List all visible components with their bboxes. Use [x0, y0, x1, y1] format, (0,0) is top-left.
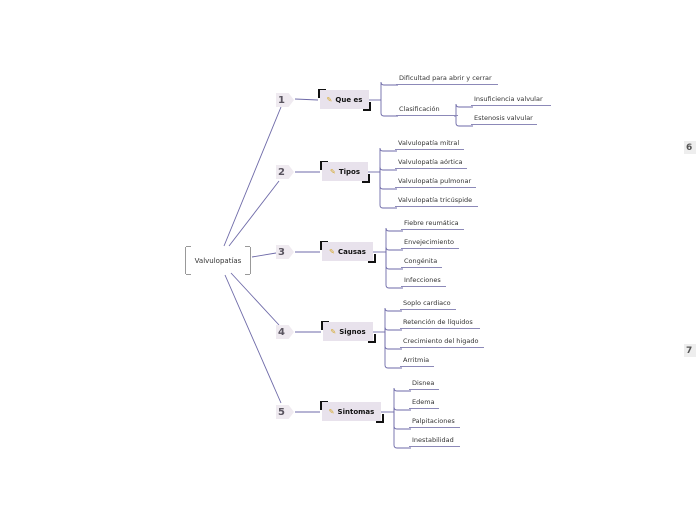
- connector-line: [380, 81, 398, 100]
- root-label: Valvulopatías: [194, 256, 242, 265]
- branch-number-2: 2: [276, 165, 294, 179]
- leaf-node[interactable]: Crecimiento del higado: [400, 337, 484, 348]
- topic-causas[interactable]: ✎ Causas: [322, 242, 373, 261]
- connector-line: [228, 180, 280, 247]
- topic-label: Sintomas: [337, 407, 375, 416]
- connector-line: [379, 172, 397, 209]
- branch-number-5: 5: [276, 405, 294, 419]
- connector-line: [385, 246, 403, 252]
- pencil-icon: ✎: [329, 247, 335, 256]
- connector-line: [223, 106, 282, 247]
- topic-label: Tipos: [338, 167, 361, 176]
- bracket-close: [368, 334, 376, 343]
- branch-number-3: 3: [276, 245, 294, 259]
- connector-line: [385, 227, 403, 252]
- topic-que-es[interactable]: ✎ Que es: [320, 90, 369, 109]
- leaf-node[interactable]: Retención de líquidos: [400, 318, 480, 329]
- branch-number-1: 1: [276, 93, 294, 107]
- leaf-node[interactable]: Palpitaciones: [409, 417, 460, 428]
- connector-line: [380, 100, 398, 117]
- connector-line: [384, 307, 402, 332]
- connector-line: [379, 147, 397, 172]
- connector-line: [294, 98, 319, 101]
- connector-line: [379, 166, 397, 172]
- topic-label: Causas: [337, 247, 366, 256]
- leaf-node[interactable]: Disnea: [409, 379, 439, 390]
- connector-line: [455, 116, 473, 127]
- leaf-node[interactable]: Valvulopatía tricúspide: [395, 196, 478, 207]
- topic-label: Signos: [339, 327, 366, 336]
- connector-line: [251, 252, 277, 258]
- topic-label: Que es: [335, 95, 363, 104]
- connector-line: [224, 274, 282, 404]
- connector-line: [384, 332, 402, 369]
- side-marker-7[interactable]: 7: [684, 344, 696, 357]
- leaf-node[interactable]: Envejecimiento: [401, 238, 459, 249]
- connector-line: [393, 387, 411, 412]
- leaf-node[interactable]: Fiebre reumática: [401, 219, 464, 230]
- pencil-icon: ✎: [328, 407, 335, 416]
- topic-sintomas[interactable]: ✎ Sintomas: [322, 402, 381, 421]
- leaf-node[interactable]: Estenosis valvular: [471, 114, 537, 125]
- leaf-node[interactable]: Edema: [409, 398, 439, 409]
- bracket-close: [362, 174, 370, 183]
- leaf-node[interactable]: Arritmia: [400, 356, 434, 367]
- leaf-node[interactable]: Congénita: [401, 257, 442, 268]
- bracket-close: [376, 414, 384, 423]
- connector-line: [384, 326, 402, 332]
- connector-line: [385, 252, 403, 289]
- connector-line: [455, 103, 473, 116]
- pencil-icon: ✎: [330, 327, 337, 336]
- topic-tipos[interactable]: ✎ Tipos: [322, 162, 368, 181]
- leaf-node[interactable]: Dificultad para abrir y cerrar: [396, 74, 498, 85]
- bracket-close: [363, 102, 371, 111]
- topic-signos[interactable]: ✎ Signos: [323, 322, 373, 341]
- leaf-node[interactable]: Inestabilidad: [409, 436, 460, 447]
- connector-line: [393, 412, 411, 449]
- connector-line: [230, 272, 280, 326]
- branch-number-4: 4: [276, 325, 294, 339]
- root-node[interactable]: Valvulopatías: [185, 246, 251, 275]
- leaf-node[interactable]: Soplo cardiaco: [400, 299, 456, 310]
- pencil-icon: ✎: [329, 167, 336, 176]
- leaf-node[interactable]: Infecciones: [401, 276, 446, 287]
- side-marker-6[interactable]: 6: [684, 141, 696, 154]
- bracket-close: [368, 254, 376, 263]
- connector-line: [393, 406, 411, 412]
- leaf-node[interactable]: Valvulopatía pulmonar: [395, 177, 476, 188]
- leaf-node[interactable]: Valvulopatía mitral: [395, 139, 464, 150]
- leaf-node[interactable]: Valvulopatía aórtica: [395, 158, 467, 169]
- leaf-node[interactable]: Insuficiencia valvular: [471, 95, 551, 106]
- pencil-icon: ✎: [326, 95, 333, 104]
- leaf-node[interactable]: Clasificación: [396, 105, 458, 116]
